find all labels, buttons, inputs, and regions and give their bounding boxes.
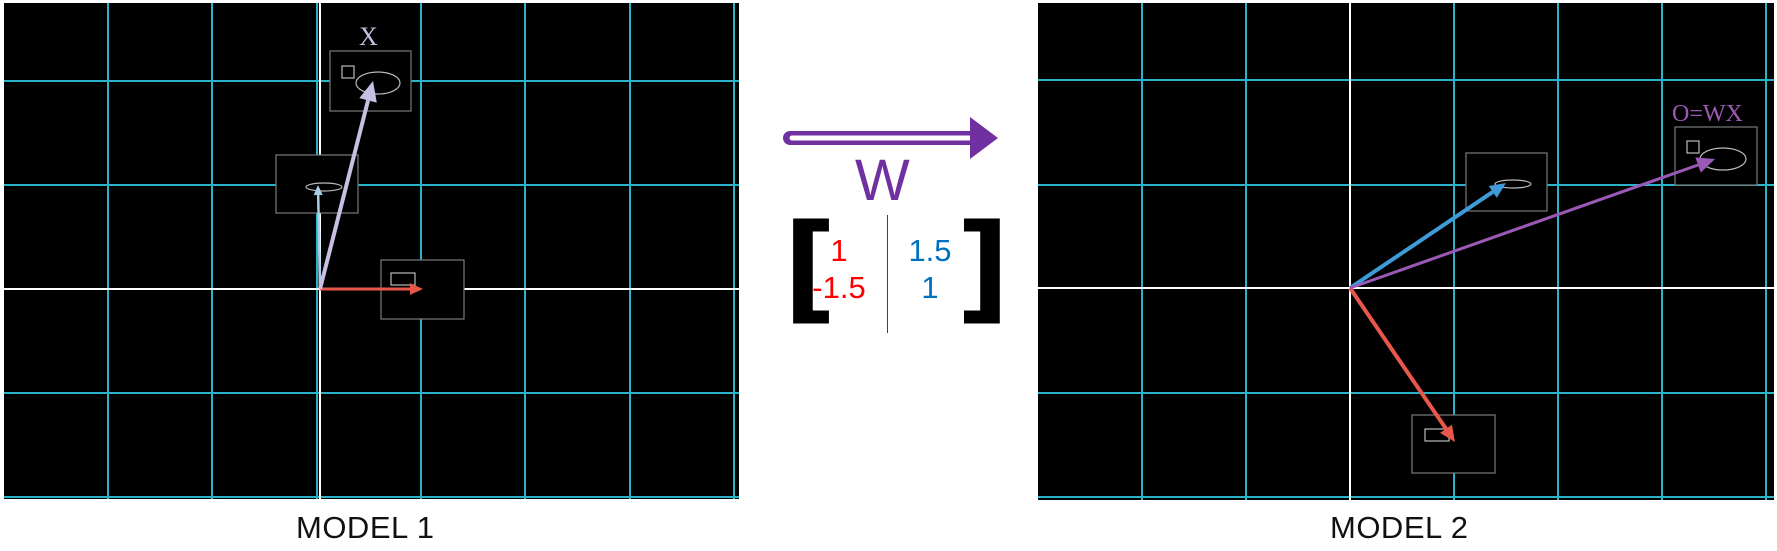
mugshot-frame-we1 bbox=[1411, 414, 1496, 474]
model-1-caption: MODEL 1 bbox=[296, 510, 435, 545]
matrix-column-divider bbox=[887, 215, 888, 333]
matrix-right-bracket: ] bbox=[956, 198, 1010, 336]
model-1-grid-canvas bbox=[4, 3, 739, 499]
vector-o-head bbox=[1695, 157, 1715, 173]
basis-vector-e2-shaft bbox=[316, 194, 322, 290]
mugshot-rect-e1 bbox=[390, 272, 416, 286]
matrix-cell-r2c1: -1.5 bbox=[812, 270, 866, 305]
mugshot-square-x bbox=[341, 65, 355, 79]
vector-x-shaft bbox=[318, 99, 370, 290]
mugshot-ellipse-e2 bbox=[305, 182, 343, 192]
transform-arrow bbox=[783, 117, 998, 159]
matrix-cell-r2c2: 1 bbox=[921, 270, 939, 305]
transform-w-label: W bbox=[855, 148, 910, 213]
transformed-e2-head bbox=[1488, 183, 1506, 198]
mugshot-ellipse-x bbox=[355, 71, 401, 95]
model-2-caption: MODEL 2 bbox=[1330, 510, 1469, 545]
matrix-cell-r1c2: 1.5 bbox=[908, 233, 952, 268]
vector-x-head bbox=[359, 81, 377, 103]
mugshot-ellipse-we2 bbox=[1494, 179, 1532, 189]
transformed-e1-head bbox=[1440, 424, 1455, 442]
basis-vector-e1-head bbox=[410, 283, 423, 295]
model-2-panel bbox=[1038, 3, 1774, 500]
mugshot-frame-o bbox=[1674, 126, 1758, 186]
model-1-panel bbox=[4, 3, 739, 499]
mugshot-frame-e2 bbox=[275, 154, 359, 214]
basis-vector-e2-head bbox=[313, 185, 323, 196]
mugshot-square-o bbox=[1686, 140, 1700, 154]
transformed-e2-shaft bbox=[1348, 190, 1494, 290]
model-2-grid-canvas bbox=[1038, 3, 1774, 500]
matrix-cell-r1c1: 1 bbox=[830, 233, 848, 268]
transformed-e1-shaft bbox=[1348, 286, 1448, 430]
mugshot-frame-x bbox=[329, 50, 412, 112]
vector-x-label: X bbox=[359, 22, 378, 51]
vector-o-label: O=WX bbox=[1672, 101, 1743, 127]
transform-arrow-head bbox=[970, 117, 998, 159]
vector-o-shaft bbox=[1349, 163, 1699, 290]
matrix-left-bracket: [ bbox=[783, 198, 837, 336]
